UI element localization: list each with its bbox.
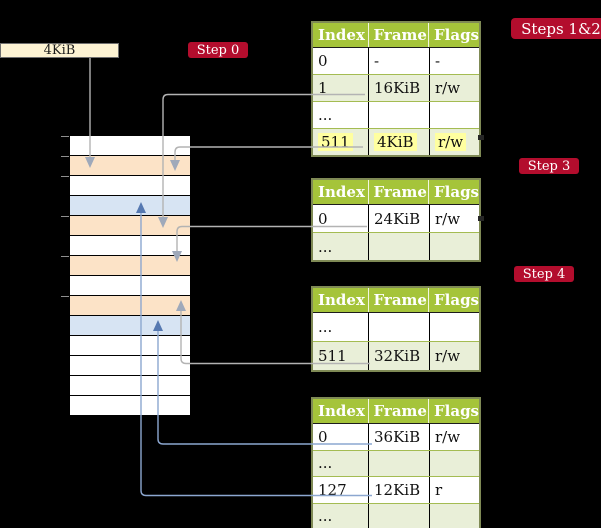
column-header: Flags (428, 399, 479, 423)
table-cell: 0 (318, 427, 328, 446)
memory-frame-row (70, 136, 190, 156)
frame-size-label: 4KiB (0, 43, 119, 58)
steps-1-2-badge: Steps 1&2 (511, 18, 601, 39)
memory-frame-row (70, 356, 190, 376)
address-tick (61, 136, 69, 137)
table-cell: 127 (318, 480, 347, 499)
table-cell: 1 (318, 79, 328, 97)
table-cell: - (429, 48, 479, 74)
address-tick (61, 296, 69, 297)
memory-frame-row (70, 276, 190, 296)
table-cell (368, 503, 429, 528)
table-cell (368, 102, 429, 128)
table-cell: ... (318, 507, 333, 526)
address-tick (61, 256, 69, 257)
table-cell: ... (318, 237, 333, 256)
table-cell (429, 450, 479, 476)
column-header: Flags (428, 23, 479, 47)
memory-frame-row (70, 256, 190, 276)
memory-frame-row (70, 236, 190, 256)
table-cell (429, 503, 479, 528)
memory-frame-row (70, 396, 190, 416)
step-0-badge: Step 0 (188, 42, 248, 58)
memory-frame-row (70, 296, 190, 316)
memory-frame-row (70, 376, 190, 396)
table-cell: 0 (318, 209, 328, 228)
memory-column (61, 136, 190, 416)
column-header: Flags (428, 288, 479, 312)
column-header: Index (318, 402, 365, 420)
table-cell: r/w (429, 129, 479, 155)
memory-frame-row (70, 336, 190, 356)
table-cell: - (368, 48, 429, 74)
table-cell: r/w (429, 342, 479, 370)
table-cell: ... (318, 454, 333, 473)
table-cell: r/w (429, 75, 479, 101)
step-4-badge: Step 4 (514, 266, 574, 282)
memory-frame-row (70, 196, 190, 216)
table-cell (429, 313, 479, 341)
step-3-badge: Step 3 (519, 158, 579, 174)
column-header: Frame (367, 180, 428, 204)
table-cell: 32KiB (368, 342, 429, 370)
table-row: 0 -- (313, 48, 479, 74)
column-header: Index (318, 291, 365, 309)
table-cell: 511 (313, 129, 368, 155)
table-cell (429, 102, 479, 128)
table-cell: 4KiB (368, 129, 429, 155)
table-cell: 511 (318, 347, 347, 365)
memory-frame-row (70, 156, 190, 176)
table-cell (429, 233, 479, 260)
table-cell: r/w (429, 205, 479, 232)
table-cell: 24KiB (368, 205, 429, 232)
column-header: Index (318, 26, 365, 44)
column-header: Frame (367, 23, 428, 47)
table-row: ... (313, 313, 479, 341)
column-header: Index (318, 183, 365, 201)
table-cell: ... (318, 106, 333, 124)
table-cell: ... (318, 318, 333, 336)
table-cell: 36KiB (368, 424, 429, 450)
memory-frame-row (70, 216, 190, 236)
table-row: ... (313, 449, 479, 476)
address-tick (61, 216, 69, 217)
address-tick (61, 156, 69, 157)
table-cell (368, 233, 429, 260)
table-cell: 0 (318, 52, 328, 70)
table-cell (368, 450, 429, 476)
table-row: ... (313, 232, 479, 260)
column-header: Frame (367, 399, 428, 423)
table-cell: 12KiB (368, 477, 429, 503)
table-cell: r/w (429, 424, 479, 450)
table-cell: 16KiB (368, 75, 429, 101)
table-cell (368, 313, 429, 341)
table-row: ... (313, 101, 479, 128)
address-tick (61, 176, 69, 177)
table-row: ... (313, 502, 479, 528)
memory-frame-row (70, 176, 190, 196)
table-cell: r (429, 477, 479, 503)
memory-frame-row (70, 316, 190, 336)
column-header: Flags (428, 180, 479, 204)
column-header: Frame (367, 288, 428, 312)
